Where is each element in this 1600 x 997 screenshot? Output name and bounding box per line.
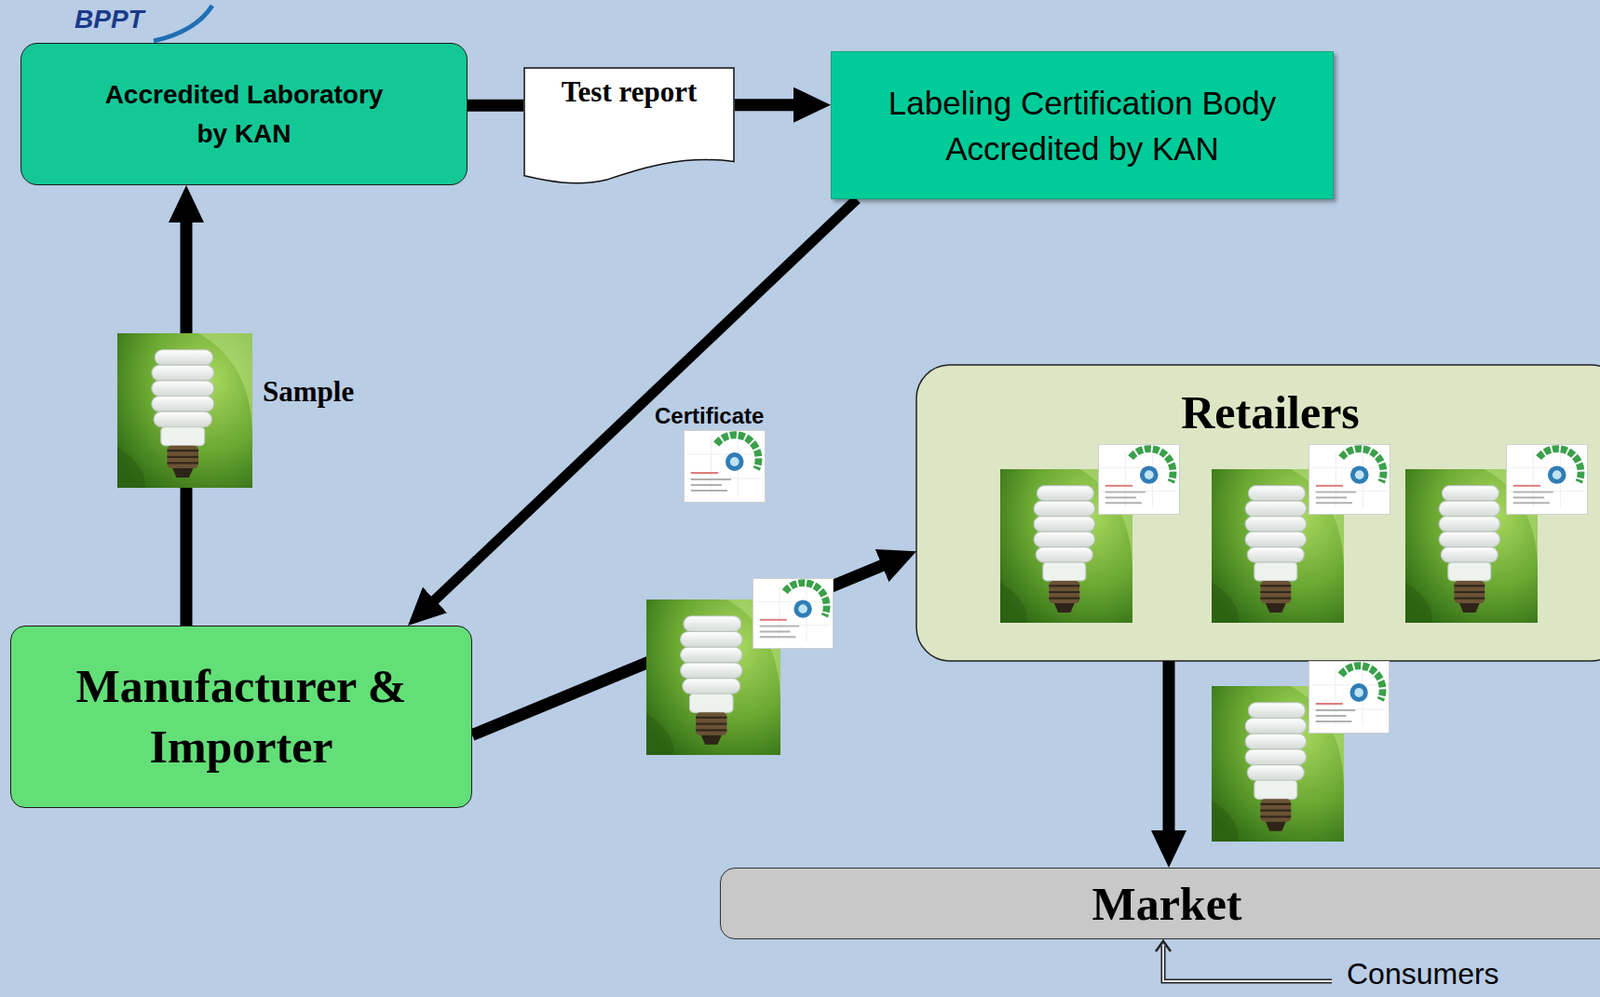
retailers-panel: Retailers	[916, 365, 1600, 662]
logo-text: BPPT	[74, 5, 145, 35]
flow-arrow	[734, 98, 803, 111]
lab-box: Accredited Laboratory by KAN	[20, 42, 468, 186]
document-outline-path	[524, 67, 734, 184]
energy-label	[752, 578, 833, 649]
energy-label	[1098, 444, 1180, 515]
node-text: Labeling Certification Body Accredited b…	[858, 80, 1306, 172]
node-text: Accredited Laboratory by KAN	[94, 75, 394, 154]
node-text: Market	[1091, 881, 1242, 928]
certification-box: Labeling Certification Body Accredited b…	[830, 51, 1334, 200]
energy-label	[1308, 444, 1390, 515]
energy-label	[1505, 444, 1587, 515]
panel-outline	[916, 365, 1600, 662]
energy-label	[1308, 662, 1389, 734]
consumers-label: Consumers	[1346, 958, 1500, 991]
certificate-icon	[683, 431, 765, 503]
certificate-label: Certificate	[654, 404, 764, 429]
market-bar: Market	[719, 867, 1600, 940]
consumer-leader	[1155, 941, 1332, 982]
flow-arrow	[467, 99, 524, 112]
document-shape: Test report	[523, 67, 735, 186]
manufacturer-box: Manufacturer & Importer	[10, 625, 473, 809]
node-text: Retailers	[1180, 389, 1360, 436]
node-text: Test report	[561, 74, 698, 109]
flow-arrow	[428, 199, 857, 607]
sample-label: Sample	[262, 376, 354, 408]
node-text: Manufacturer & Importer	[40, 656, 442, 778]
logo-swoosh	[153, 5, 213, 41]
sample-bulb	[117, 333, 253, 489]
flow-arrow	[1163, 661, 1176, 841]
